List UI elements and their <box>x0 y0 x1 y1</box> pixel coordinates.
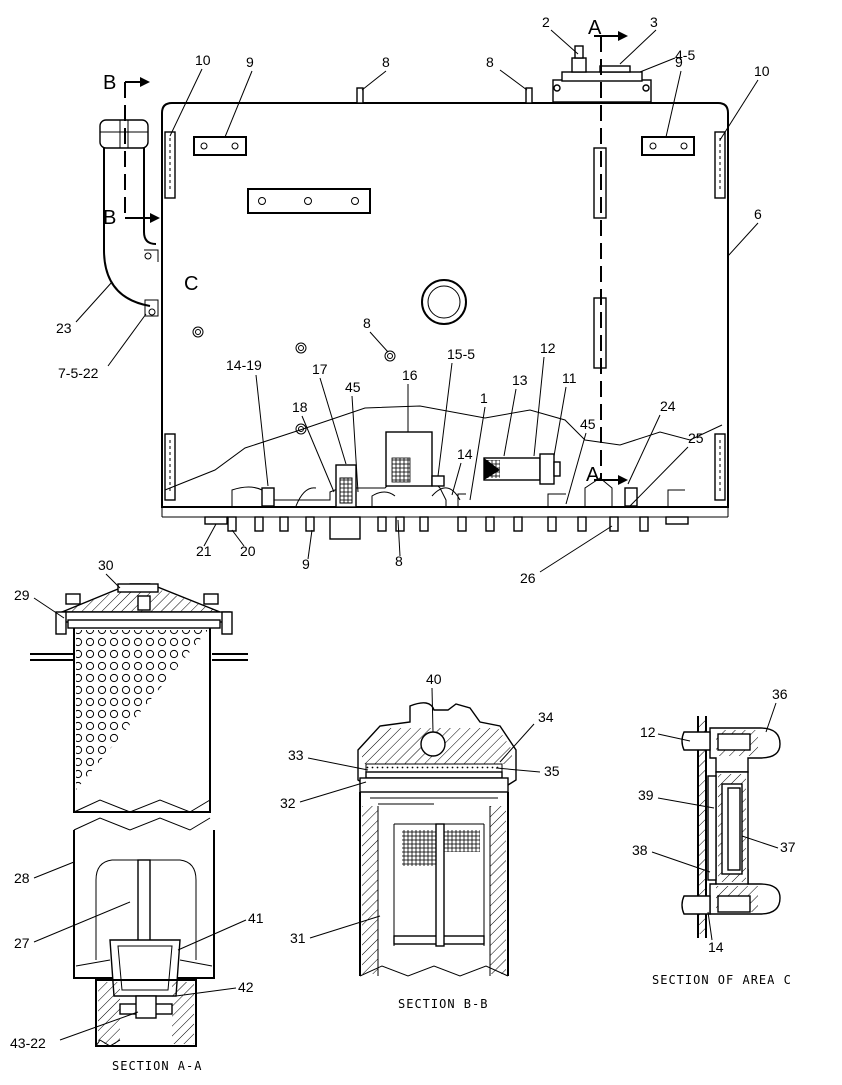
callout-11: 11 <box>562 370 577 386</box>
callout-27: 27 <box>14 935 30 951</box>
callout-13: 13 <box>512 372 528 388</box>
callout-45-right: 45 <box>580 416 596 432</box>
callout-25: 25 <box>688 430 704 446</box>
tank-outline <box>161 102 729 508</box>
section-area-c-labels: 36 12 39 37 38 14 SECTION OF AREA C <box>632 686 796 987</box>
callout-10-left: 10 <box>195 52 211 68</box>
callout-4-5: 4-5 <box>675 47 695 63</box>
callout-40: 40 <box>426 671 442 687</box>
callout-37: 37 <box>780 839 796 855</box>
callout-8-top-right: 8 <box>486 54 494 70</box>
area-marker-c: C <box>184 273 198 295</box>
strap-bracket-right <box>641 136 695 156</box>
callout-42: 42 <box>238 979 254 995</box>
callout-8-mid: 8 <box>363 315 371 331</box>
callout-12-c: 12 <box>640 724 656 740</box>
section-marker-b-bottom: B <box>103 207 116 229</box>
section-marker-a-top: A <box>588 17 602 39</box>
section-a-a-labels: 30 29 28 27 41 42 43-22 SECTION A-A <box>10 557 264 1073</box>
tank-main-view <box>99 31 729 540</box>
main-view-labels: A A B B C 2 3 4-5 8 8 9 9 10 10 6 23 7-5… <box>56 14 770 586</box>
callout-29: 29 <box>14 587 30 603</box>
section-marker-a-bottom: A <box>586 464 600 486</box>
callout-34: 34 <box>538 709 554 725</box>
top-boss-right <box>525 87 533 104</box>
section-b-b-caption: SECTION B-B <box>398 997 488 1011</box>
callout-30: 30 <box>98 557 114 573</box>
section-b-b <box>357 702 517 977</box>
callout-14-inner: 14 <box>457 446 473 462</box>
section-area-c-caption: SECTION OF AREA C <box>652 973 792 987</box>
top-boss-left <box>356 87 364 104</box>
callout-38: 38 <box>632 842 648 858</box>
callout-7-5-22: 7-5-22 <box>58 365 99 381</box>
section-a-a <box>30 583 248 1047</box>
callout-20: 20 <box>240 543 256 559</box>
callout-24: 24 <box>660 398 676 414</box>
drain-port <box>421 279 467 325</box>
callout-9-bottom: 9 <box>302 556 310 572</box>
callout-26: 26 <box>520 570 536 586</box>
callout-6: 6 <box>754 206 762 222</box>
callout-33: 33 <box>288 747 304 763</box>
section-a-a-caption: SECTION A-A <box>112 1059 202 1073</box>
callout-43-22: 43-22 <box>10 1035 46 1051</box>
callout-16: 16 <box>402 367 418 383</box>
callout-14-19: 14-19 <box>226 357 262 373</box>
callout-41: 41 <box>248 910 264 926</box>
callout-28: 28 <box>14 870 30 886</box>
callout-21: 21 <box>196 543 212 559</box>
callout-23: 23 <box>56 320 72 336</box>
bottom-fasteners <box>204 516 689 540</box>
section-b-b-labels: 40 34 33 35 32 31 SECTION B-B <box>280 671 560 1011</box>
callout-1: 1 <box>480 390 488 406</box>
callout-2: 2 <box>542 14 550 30</box>
strap-bracket-left <box>193 136 247 156</box>
callout-35: 35 <box>544 763 560 779</box>
internal-parts <box>231 431 685 508</box>
callout-31: 31 <box>290 930 306 946</box>
callout-45-left: 45 <box>345 379 361 395</box>
cutaway-edge <box>164 405 723 491</box>
section-area-c <box>681 716 781 938</box>
section-marker-b-top: B <box>103 72 116 94</box>
callout-8-top-left: 8 <box>382 54 390 70</box>
callout-9-right: 9 <box>675 54 683 70</box>
callout-12: 12 <box>540 340 556 356</box>
callout-10-right: 10 <box>754 63 770 79</box>
callout-36: 36 <box>772 686 788 702</box>
callout-17: 17 <box>312 361 328 377</box>
callout-32: 32 <box>280 795 296 811</box>
callout-15-5: 15-5 <box>447 346 475 362</box>
callout-8-bottom: 8 <box>395 553 403 569</box>
callout-14-c: 14 <box>708 939 724 955</box>
mounting-plate <box>247 188 371 214</box>
callout-9-left: 9 <box>246 54 254 70</box>
callout-3: 3 <box>650 14 658 30</box>
callout-39: 39 <box>638 787 654 803</box>
callout-18: 18 <box>292 399 308 415</box>
